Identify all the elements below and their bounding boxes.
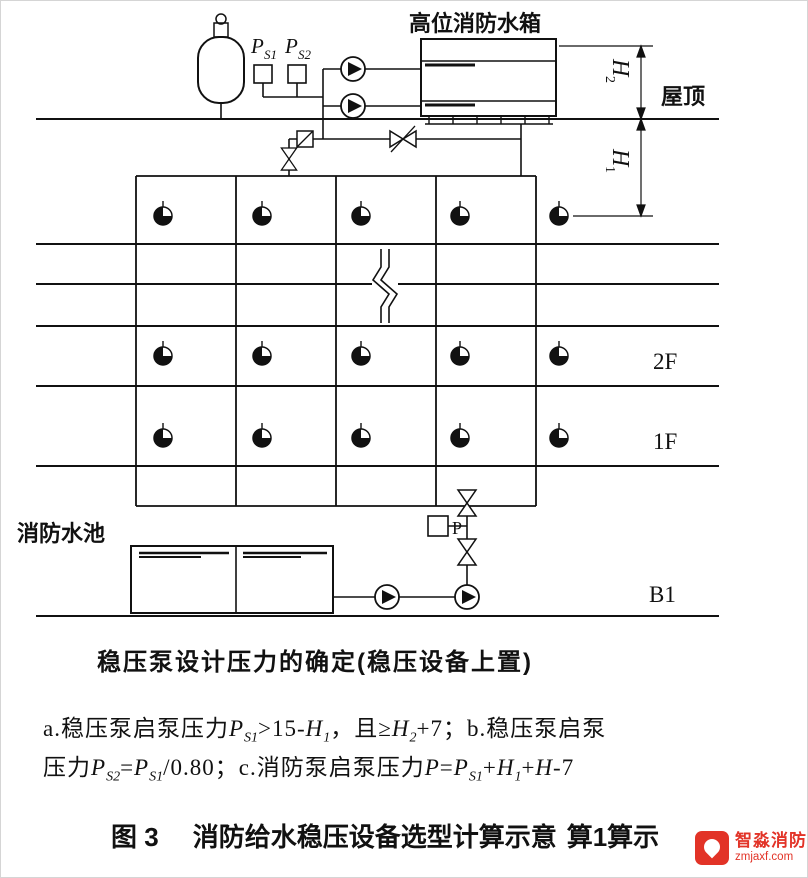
formula-segment: S2 <box>106 769 121 785</box>
pressure-vessel-icon <box>197 13 245 119</box>
pressure-switches: P S1 P S2 <box>250 34 323 98</box>
ps2-sub: S2 <box>298 47 312 62</box>
caption-tail: 算1算示 <box>566 822 660 852</box>
watermark-name: 智淼消防 <box>735 831 807 850</box>
sprinkler-icon <box>153 422 173 448</box>
formula-segment: -7 <box>553 755 575 780</box>
sprinkler-icon <box>450 422 470 448</box>
watermark-text: 智淼消防 zmjaxf.com <box>735 831 807 864</box>
ps1-sub: S1 <box>264 47 277 62</box>
floor-label-2f: 2F <box>653 349 677 374</box>
formula-segment: >15- <box>258 716 306 741</box>
svg-text:H: H <box>607 58 633 78</box>
dimension-lines <box>559 44 653 218</box>
formula-segment: P <box>134 755 150 780</box>
watermark-site: zmjaxf.com <box>735 850 794 863</box>
sprinkler-row-top <box>153 200 569 226</box>
pool-label: 消防水池 <box>17 521 105 546</box>
caption-figure-number: 图 3 <box>111 822 159 852</box>
formula-segment: H <box>535 755 554 780</box>
check-valve-icon <box>296 130 314 148</box>
sprinkler-icon <box>450 200 470 226</box>
gauge-label: P <box>452 518 462 538</box>
formula-line-a: a.稳压泵启泵压力PS1>15-H1，且≥H2+7；b.稳压泵启泵 <box>43 709 793 748</box>
sprinkler-icon <box>351 340 371 366</box>
floor-lines <box>36 118 719 617</box>
svg-text:2: 2 <box>602 76 617 83</box>
formula-block: a.稳压泵启泵压力PS1>15-H1，且≥H2+7；b.稳压泵启泵 压力PS2=… <box>43 709 793 787</box>
fire-pump-icon <box>454 584 480 610</box>
formula-segment: S1 <box>149 769 164 785</box>
butterfly-valve-icon <box>389 125 417 153</box>
formula-segment: 压力 <box>43 755 91 780</box>
sprinkler-icon <box>252 200 272 226</box>
formula-segment: = <box>439 755 454 780</box>
formula-segment: /0.80；c.消防泵启泵压力 <box>163 755 425 780</box>
sprinkler-icon <box>549 422 569 448</box>
formula-line-bc: 压力PS2=PS1/0.80；c.消防泵启泵压力P=PS1+H1+H-7 <box>43 748 793 787</box>
formula-segment: 1 <box>323 730 331 746</box>
formula-segment: a.稳压泵启泵压力 <box>43 716 229 741</box>
watermark-logo-icon <box>695 831 729 865</box>
floor-label-1f: 1F <box>653 429 677 454</box>
formula-segment: S1 <box>468 769 483 785</box>
valve-icon <box>457 538 477 566</box>
formula-segment: P <box>453 755 469 780</box>
sprinkler-row-2f <box>153 340 569 366</box>
formula-segment: 2 <box>409 730 417 746</box>
fire-water-tank <box>420 38 557 125</box>
ps2-letter: P <box>284 34 298 58</box>
top-piping <box>288 68 522 176</box>
formula-segment: 1 <box>514 769 522 785</box>
sprinkler-icon <box>549 200 569 226</box>
ps1-letter: P <box>250 34 264 58</box>
watermark: 智淼消防 zmjaxf.com <box>695 831 807 865</box>
formula-segment: H <box>305 716 324 741</box>
floor-label-b1: B1 <box>649 582 676 607</box>
sprinkler-icon <box>153 200 173 226</box>
section-heading: 稳压泵设计压力的确定(稳压设备上置) <box>97 649 533 676</box>
sprinkler-icon <box>549 340 569 366</box>
tank-title: 高位消防水箱 <box>409 11 541 36</box>
sprinkler-icon <box>252 340 272 366</box>
caption-text: 消防给水稳压设备选型计算示意 <box>192 822 557 852</box>
formula-segment: H <box>391 716 410 741</box>
svg-text:1: 1 <box>602 166 617 173</box>
dimension-label-h2: H 2 <box>602 58 633 83</box>
formula-segment: = <box>120 755 135 780</box>
break-symbol <box>371 249 399 323</box>
pressure-gauge: P <box>427 515 462 538</box>
formula-segment: + <box>521 755 536 780</box>
fire-pool <box>130 545 334 614</box>
formula-segment: S1 <box>244 730 259 746</box>
formula-segment: ，且≥ <box>330 716 392 741</box>
diagram-canvas: 高位消防水箱 P S1 P S2 <box>17 11 719 617</box>
formula-segment: P <box>91 755 107 780</box>
stabilizing-pump-icon <box>340 56 366 82</box>
roof-label: 屋顶 <box>661 84 705 109</box>
building-grid <box>135 175 537 507</box>
formula-segment: +7；b.稳压泵启泵 <box>416 716 607 741</box>
formula-segment: P <box>228 716 245 741</box>
sprinkler-icon <box>153 340 173 366</box>
formula-segment: P <box>424 755 440 780</box>
dimension-label-h1: H 1 <box>602 148 633 173</box>
fire-pump-icon <box>374 584 400 610</box>
sprinkler-icon <box>450 340 470 366</box>
sprinkler-row-1f <box>153 422 569 448</box>
figure-caption: 图 3 消防给水稳压设备选型计算示意算1算示 <box>111 817 659 854</box>
stabilizing-pump-icon <box>340 93 366 119</box>
svg-text:H: H <box>607 148 633 168</box>
formula-segment: + <box>482 755 497 780</box>
formula-segment: H <box>496 755 515 780</box>
valve-icon <box>280 147 298 171</box>
sprinkler-icon <box>351 200 371 226</box>
sprinkler-icon <box>252 422 272 448</box>
sprinkler-icon <box>351 422 371 448</box>
valve-icon <box>457 489 477 517</box>
